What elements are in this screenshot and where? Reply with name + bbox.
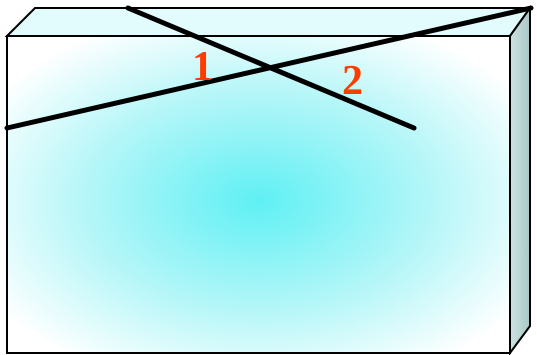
box-front-face bbox=[6, 35, 511, 354]
angle-label-2: 2 bbox=[342, 58, 363, 104]
box-top-face bbox=[4, 7, 532, 37]
box-side-face bbox=[509, 4, 531, 355]
intersecting-line-b bbox=[125, 5, 417, 131]
angle-label-1: 1 bbox=[192, 44, 213, 90]
